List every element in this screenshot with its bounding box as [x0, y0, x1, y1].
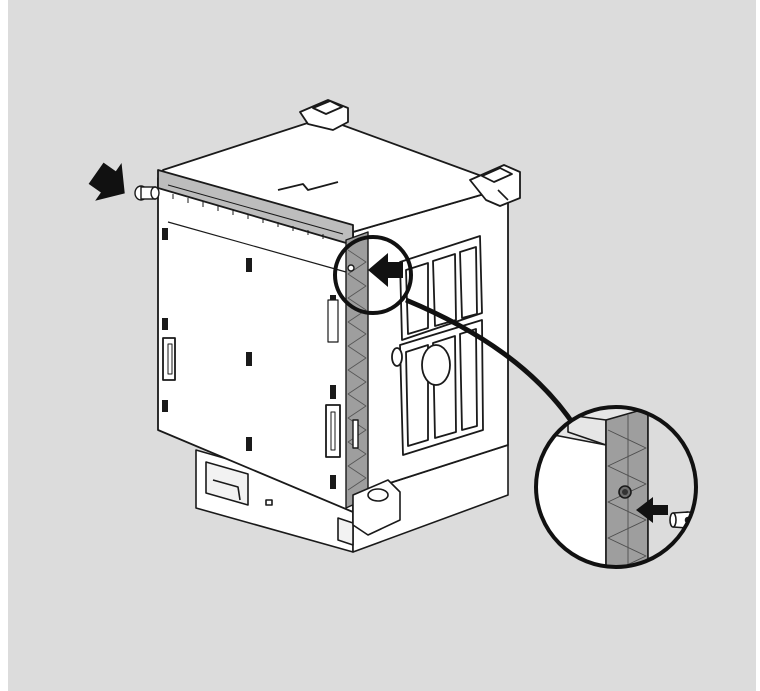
printer-edge-line: [497, 189, 509, 201]
arrow-icon: [88, 162, 125, 201]
arrow-icon: [636, 497, 668, 523]
rubber-edge-strip: [345, 231, 369, 509]
left-screw: [134, 185, 160, 201]
front-corner-foot: [352, 479, 401, 536]
printer-front: [157, 169, 354, 513]
printer-diagram: [8, 0, 756, 691]
printer-base: [195, 444, 509, 553]
callout-connector: [405, 297, 579, 430]
arrow-icon: [368, 253, 403, 287]
highlight-circle: [333, 235, 413, 315]
illustration-panel: [8, 0, 756, 691]
